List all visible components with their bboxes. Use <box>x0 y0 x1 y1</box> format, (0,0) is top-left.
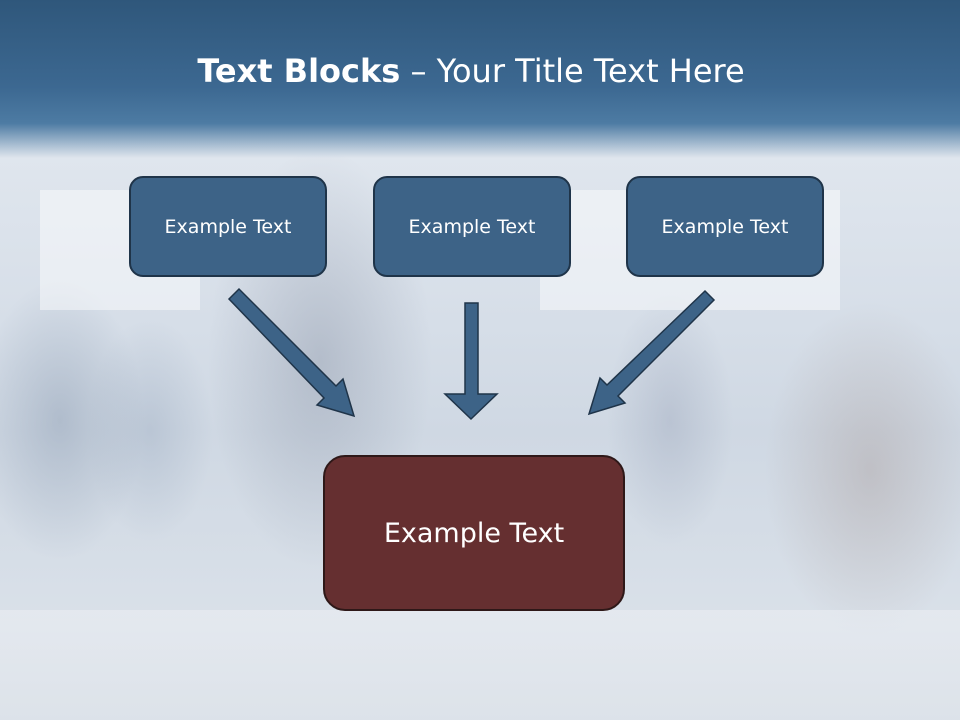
title-bold: Text Blocks <box>197 52 401 90</box>
text-block-label: Example Text <box>164 215 292 238</box>
arrow-down-icon <box>443 302 499 421</box>
slide-title: Text Blocks – Your Title Text Here <box>0 52 942 90</box>
text-block-left[interactable]: Example Text <box>129 176 327 277</box>
title-rest: Your Title Text Here <box>436 52 745 90</box>
main-text-block[interactable]: Example Text <box>323 455 625 611</box>
text-block-right[interactable]: Example Text <box>626 176 824 277</box>
text-block-label: Example Text <box>661 215 789 238</box>
arrow-down-left-icon <box>587 289 716 416</box>
main-text-block-label: Example Text <box>383 517 565 549</box>
header-bar <box>0 0 960 158</box>
background-table <box>0 610 960 720</box>
text-block-label: Example Text <box>408 215 536 238</box>
title-dash: – <box>410 52 427 90</box>
arrow-down-right-icon <box>227 287 356 418</box>
text-block-center[interactable]: Example Text <box>373 176 571 277</box>
